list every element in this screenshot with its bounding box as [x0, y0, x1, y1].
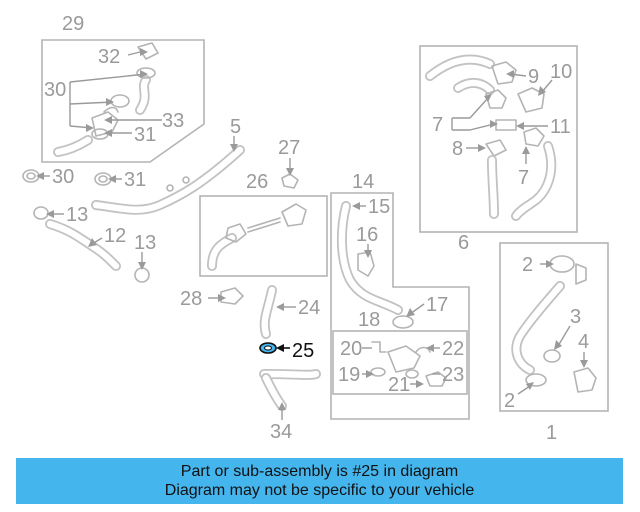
hose-clamp-icon — [110, 94, 130, 108]
callout-31: 31 — [134, 124, 156, 146]
valve-icon — [281, 173, 299, 189]
hose-clamp-icon — [543, 349, 561, 363]
callout-33: 33 — [162, 110, 184, 132]
callout-30-lower: 30 — [52, 166, 74, 188]
callout-30: 30 — [44, 79, 66, 101]
callout-22: 22 — [442, 338, 464, 360]
part-info-banner: Part or sub-assembly is #25 in diagram D… — [16, 458, 623, 504]
hose-24 — [259, 285, 277, 339]
callout-19: 19 — [338, 364, 360, 386]
callout-14: 14 — [352, 171, 374, 193]
sensor-icon — [573, 367, 597, 393]
group-26-parts — [207, 173, 307, 271]
callout-4: 4 — [578, 331, 589, 353]
hose-clamp-icon — [33, 206, 49, 220]
callout-29: 29 — [62, 13, 84, 35]
callout-2: 2 — [522, 254, 533, 276]
callout-13: 13 — [66, 204, 88, 226]
callout-15: 15 — [368, 196, 390, 218]
o-ring-icon — [405, 369, 419, 379]
banner-line-part: Part or sub-assembly is #25 in diagram — [180, 463, 459, 480]
hose-clamp-icon — [134, 267, 150, 283]
group-box-18 — [332, 330, 468, 395]
water-outlet-icon — [387, 345, 421, 373]
callout-6: 6 — [458, 232, 469, 254]
callout-1: 1 — [546, 422, 557, 444]
connector-icon — [225, 223, 247, 243]
group-box-6 — [419, 45, 578, 233]
callout-5: 5 — [230, 116, 241, 138]
sensor-icon — [425, 371, 447, 387]
elbow-fitting-icon — [137, 42, 159, 60]
callout-13-lower: 13 — [134, 232, 156, 254]
coupling-icon — [485, 89, 507, 109]
group-box-29 — [41, 39, 205, 163]
hose-clamp-icon — [136, 67, 156, 79]
callout-26: 26 — [246, 171, 268, 193]
callout-8: 8 — [452, 138, 463, 160]
callout-2-lower: 2 — [504, 390, 515, 412]
callout-9: 9 — [528, 66, 539, 88]
callout-7-lower: 7 — [518, 167, 529, 189]
part-25-o-ring[interactable] — [259, 342, 277, 354]
callout-28: 28 — [180, 288, 202, 310]
callout-27: 27 — [278, 137, 300, 159]
loose-clamps — [22, 169, 244, 305]
thermostat-housing-icon — [517, 87, 545, 113]
callout-24: 24 — [298, 297, 320, 319]
group-29-parts — [53, 42, 159, 157]
bracket-icon — [357, 251, 375, 277]
group-box-14 — [330, 192, 470, 420]
cap-icon — [392, 315, 414, 329]
connector-icon — [575, 263, 587, 285]
callout-7: 7 — [432, 114, 443, 136]
pipe-icon — [371, 341, 387, 353]
group-6-parts — [425, 54, 557, 221]
callout-32: 32 — [98, 46, 120, 68]
pipe-5 — [91, 145, 245, 215]
group-18-parts — [370, 341, 447, 387]
callout-25-highlighted[interactable]: 25 — [292, 340, 314, 362]
group-1-parts — [511, 255, 597, 393]
connector-icon — [485, 139, 507, 157]
group-box-26 — [199, 195, 328, 277]
group-box-1 — [499, 242, 609, 412]
callout-17: 17 — [426, 294, 448, 316]
group-14-parts — [336, 201, 414, 329]
callout-12: 12 — [104, 225, 126, 247]
thermostat-housing-icon — [91, 111, 119, 137]
callout-23: 23 — [442, 364, 464, 386]
valve-icon — [281, 203, 307, 227]
sensor-icon — [523, 127, 545, 147]
bracket-icon — [220, 287, 244, 305]
tee-fitting-icon — [495, 119, 517, 131]
callout-3: 3 — [570, 306, 581, 328]
callout-10: 10 — [550, 61, 572, 83]
callout-16: 16 — [356, 224, 378, 246]
callout-labels: 29 32 30 33 31 30 31 13 12 13 5 27 26 28… — [44, 13, 589, 444]
callout-21: 21 — [388, 374, 410, 396]
callout-11: 11 — [550, 116, 571, 138]
hose-clamp-icon — [525, 373, 547, 387]
clip-icon — [415, 346, 431, 353]
o-ring-icon — [370, 367, 386, 377]
callout-18: 18 — [358, 309, 380, 331]
callout-34: 34 — [270, 421, 292, 443]
banner-line-disclaimer: Diagram may not be specific to your vehi… — [164, 482, 475, 499]
callout-20: 20 — [340, 338, 362, 360]
callout-31-lower: 31 — [124, 169, 146, 191]
hose-34 — [259, 369, 321, 411]
leader-lines — [36, 48, 588, 420]
